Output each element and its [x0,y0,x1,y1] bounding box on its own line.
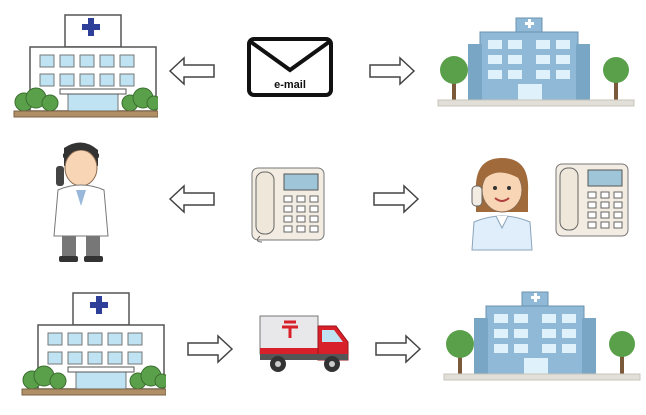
delivery-truck-icon [259,315,349,372]
doctor-on-phone-icon [53,142,109,262]
arrow-right-1 [368,56,416,86]
telephone-icon [555,163,629,237]
nurse-1 [466,152,538,252]
hospital-white-1 [10,10,158,120]
nurse-on-phone-icon [471,158,533,251]
hospital-blue-2 [442,288,642,382]
arrow-right-2 [372,184,420,214]
email-icon-wrap: e-mail [245,36,335,100]
hospital-blue-1 [436,14,636,108]
hospital-building-icon [437,17,635,107]
arrow-left-2 [168,184,216,214]
telephone-icon [251,167,325,243]
hospital-icon [21,292,166,396]
hospital-icon [13,14,158,118]
doctor-1 [46,140,116,264]
hospital-white-2 [18,288,166,398]
hospital-building-icon [443,291,641,381]
email-label: e-mail [274,79,306,91]
arrow-right-4 [374,334,422,364]
arrow-right-3 [186,334,234,364]
telephone-2 [552,158,632,240]
arrow-left-1 [168,56,216,86]
telephone-1 [248,162,328,244]
envelope-icon: e-mail [247,37,333,97]
post-truck-1 [256,312,352,374]
